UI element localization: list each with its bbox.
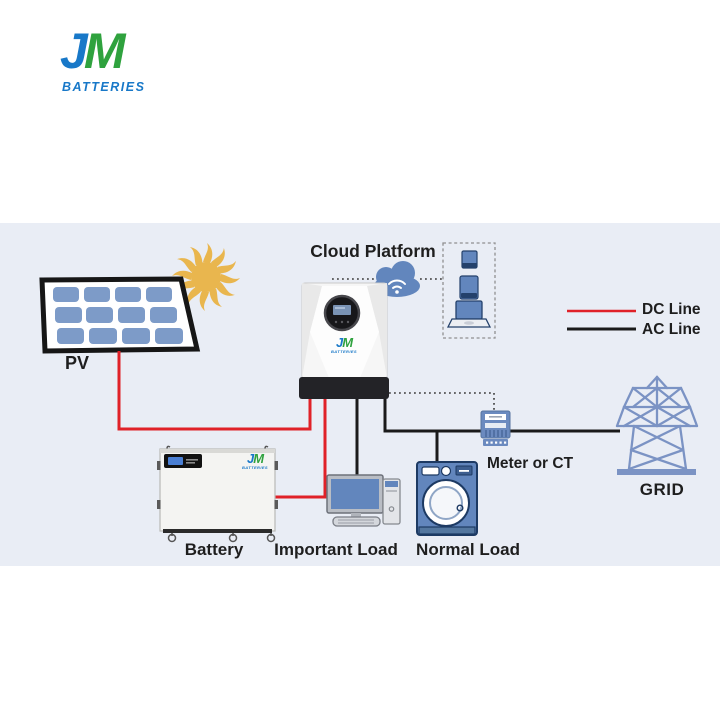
battery-logo-m: M (253, 451, 264, 466)
sun-icon (172, 243, 240, 311)
laptop-icon (446, 300, 492, 328)
normal-load-label: Normal Load (416, 540, 520, 559)
legend-ac-label: AC Line (642, 321, 701, 338)
battery-logo-text: BATTERIES (242, 465, 268, 470)
comm-lines (332, 278, 495, 410)
dc-line-pv (117, 351, 312, 431)
meter-label: Meter or CT (486, 455, 574, 472)
pc-tower (382, 478, 401, 525)
battery-logo-j: J (246, 451, 254, 466)
comm-line-inverter-meter (389, 392, 495, 410)
legend-dc-label: DC Line (642, 301, 701, 318)
ac-line-grid (383, 398, 620, 433)
dc-lines (117, 351, 327, 499)
battery-feet (167, 533, 276, 543)
computer-icon (326, 474, 401, 527)
pv-label: PV (64, 353, 90, 373)
logo-letter-j: J (60, 23, 88, 79)
inverter-logo-text: BATTERIES (331, 349, 357, 354)
inverter-logo-m: M (342, 335, 353, 350)
logo-letter-m: M (83, 23, 126, 79)
grid-label: GRID (639, 480, 685, 499)
battery-display (164, 454, 202, 468)
battery-label: Battery (184, 540, 244, 559)
washing-machine-icon (416, 461, 478, 536)
cloud-platform-label: Cloud Platform (310, 241, 436, 261)
inverter-icon (299, 282, 389, 399)
dc-line-battery (273, 398, 327, 499)
legend-lines (567, 309, 636, 331)
pv-panel-icon (39, 276, 201, 354)
inverter-logo-j: J (335, 335, 343, 350)
phone-icon (459, 275, 479, 300)
dongle-icon (461, 250, 478, 269)
ac-lines (355, 398, 620, 477)
inverter-logo: JM BATTERIES (331, 336, 357, 354)
meter-icon (480, 410, 511, 446)
grid-tower-icon (615, 375, 699, 475)
inverter-base (299, 377, 389, 399)
battery-icon (157, 445, 278, 543)
wifi-icon (388, 279, 406, 294)
brand-logo-letters: JM (60, 26, 190, 76)
brand-logo: JM BATTERIES (60, 26, 190, 106)
battery-logo: JM BATTERIES (242, 452, 268, 470)
brand-name: BATTERIES (62, 80, 146, 94)
devices-box (442, 242, 496, 339)
important-load-label: Important Load (274, 540, 398, 559)
